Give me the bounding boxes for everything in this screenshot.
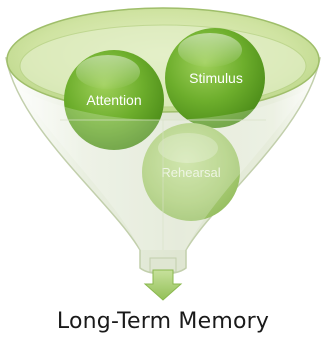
- attention-circle: Attention: [64, 50, 164, 150]
- stimulus-circle: Stimulus: [165, 28, 265, 128]
- attention-label: Attention: [86, 92, 141, 108]
- long-term-memory-label: Long-Term Memory: [56, 309, 270, 334]
- rehearsal-label: Rehearsal: [161, 165, 220, 180]
- rehearsal-circle: Rehearsal: [142, 123, 240, 221]
- down-arrow-icon: [143, 269, 183, 301]
- stimulus-label: Stimulus: [189, 70, 243, 86]
